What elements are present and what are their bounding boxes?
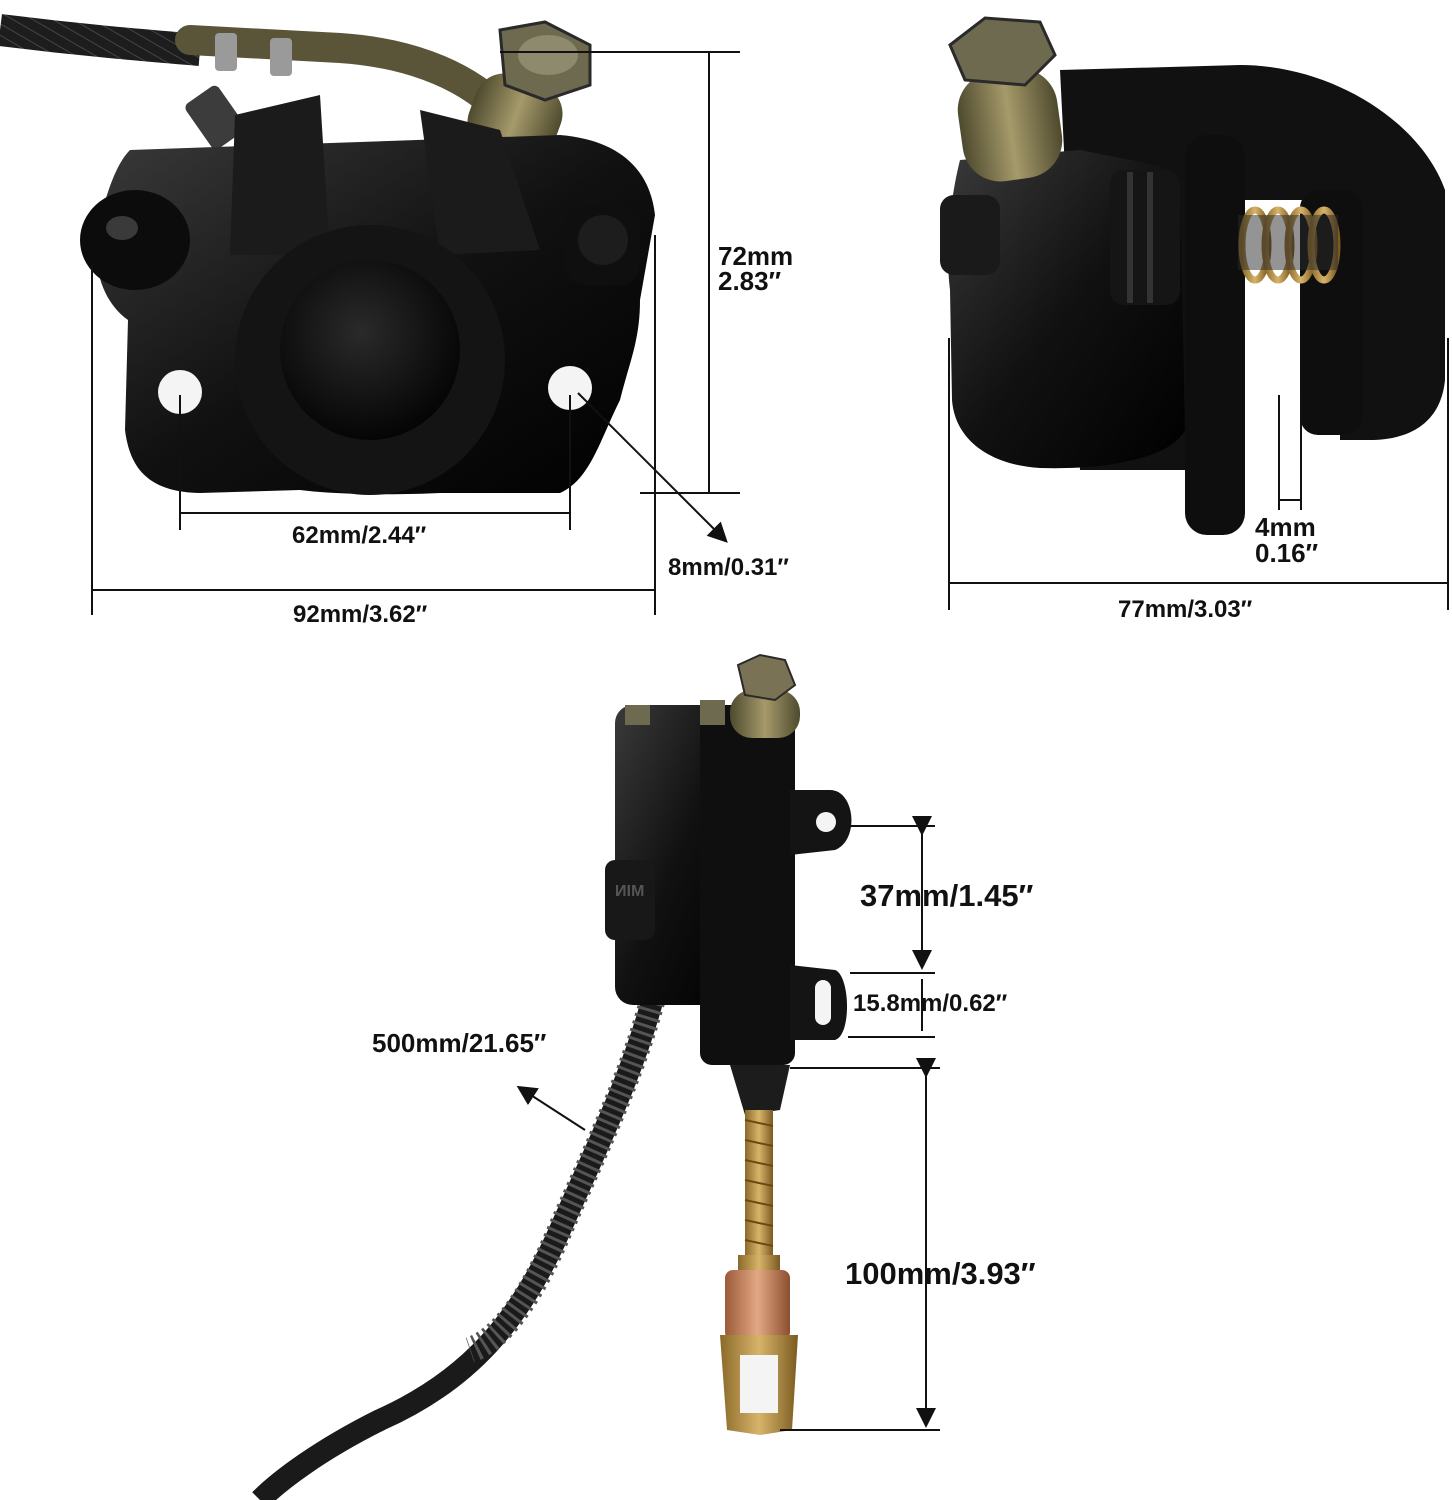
pad-gap-label-in: 0.16″	[1255, 538, 1319, 568]
caliper-depth-label: 77mm/3.03″	[1118, 596, 1253, 623]
hole-diameter-label: 8mm/0.31″	[668, 554, 789, 581]
clevis	[725, 1270, 790, 1340]
caliper-height-label-in: 2.83″	[718, 266, 782, 296]
hole-spacing-label: 62mm/2.44″	[292, 522, 427, 549]
caliper-front-view	[0, 14, 656, 495]
pad-gap-label-mm: 4mm	[1255, 512, 1316, 542]
braided-hose	[0, 14, 202, 66]
body-marking: MIN	[615, 883, 645, 900]
brake-hose	[252, 967, 671, 1500]
pushrod-length-label: 100mm/3.93″	[845, 1256, 1036, 1291]
caliper-height-label-mm: 72mm	[718, 241, 794, 271]
master-cylinder-view	[252, 653, 852, 1500]
hose-length-label: 500mm/21.65″	[372, 1028, 547, 1058]
master-cylinder-dimensions	[516, 816, 940, 1431]
left-slide-pin	[80, 190, 190, 290]
caliper-width-label: 92mm/3.62″	[293, 601, 428, 628]
mount-hole-left	[158, 370, 202, 414]
caliper-side-dimensions	[948, 338, 1449, 610]
mount-hole-right	[548, 366, 592, 410]
slot-label: 15.8mm/0.62″	[853, 990, 1008, 1017]
caliper-side-view	[940, 16, 1445, 535]
banjo-fitting	[730, 690, 800, 738]
caliper-front-dimensions	[91, 51, 740, 615]
brake-pad-inner	[1185, 135, 1245, 535]
mount-spacing-label: 37mm/1.45″	[860, 878, 1034, 913]
